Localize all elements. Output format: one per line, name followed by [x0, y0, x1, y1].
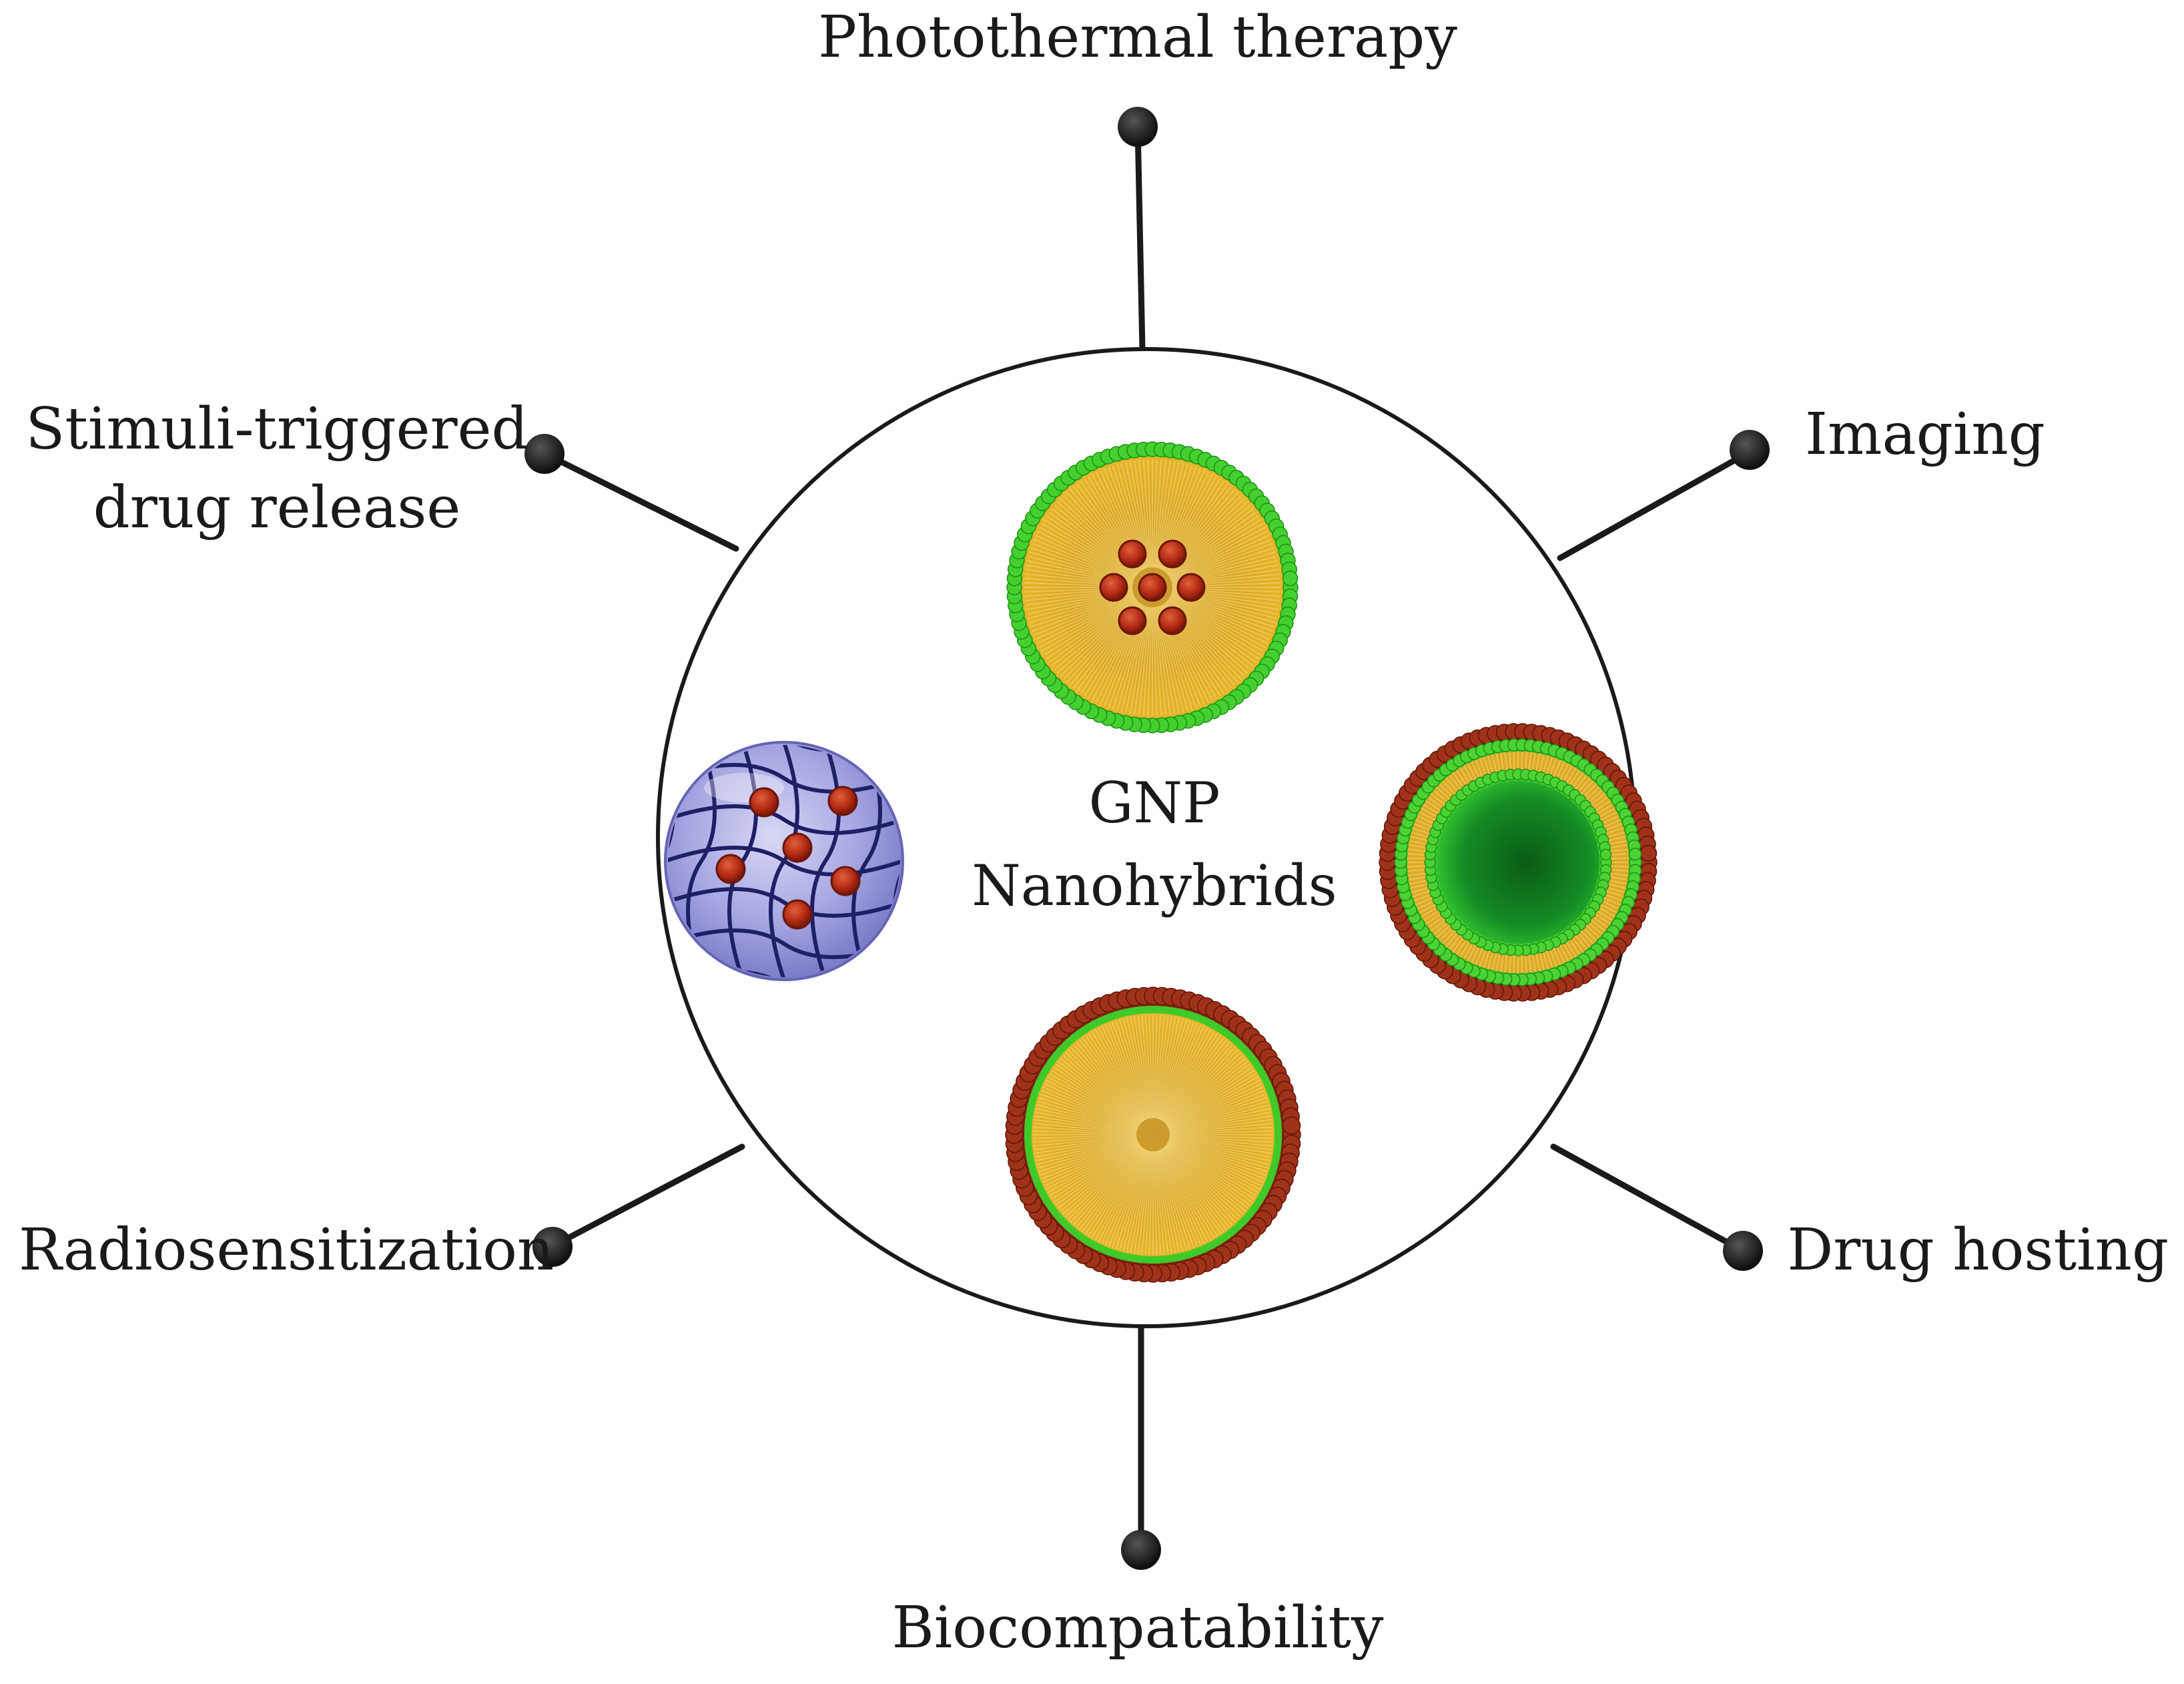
label-stimuli-triggered-line1: Stimuli-triggered	[25, 396, 528, 463]
pin-marker-icon	[532, 1227, 573, 1267]
coated-nanoparticle-icon	[1005, 987, 1301, 1283]
connector-top	[1134, 123, 1146, 352]
label-radiosensitization: Radiosensitization	[19, 1217, 554, 1284]
pin-markers	[524, 107, 1770, 1570]
pin-marker-icon	[1723, 1231, 1763, 1271]
connector-top-left	[546, 453, 739, 552]
label-stimuli-triggered-line2: drug release	[93, 475, 461, 541]
pin-marker-icon	[1121, 1530, 1161, 1570]
connector-bottom-left	[552, 1143, 745, 1248]
label-imaging: Imaging	[1805, 401, 2045, 468]
hydrogel-icon	[664, 741, 904, 981]
pin-marker-icon	[1730, 430, 1770, 470]
connector-top-right	[1557, 449, 1753, 561]
label-drug-hosting: Drug hosting	[1787, 1217, 2169, 1284]
pin-marker-icon	[1118, 107, 1158, 147]
center-label-line2: Nanohybrids	[972, 853, 1337, 918]
center-label-line1: GNP	[1088, 770, 1220, 836]
connector-lines	[546, 123, 1753, 1551]
micelle-icon	[1006, 441, 1299, 734]
pin-marker-icon	[524, 434, 565, 474]
label-biocompatability: Biocompatability	[892, 1595, 1384, 1661]
liposome-icon	[1379, 723, 1658, 1002]
label-photothermal-therapy: Photothermal therapy	[818, 4, 1457, 71]
connector-bottom-right	[1550, 1143, 1745, 1253]
